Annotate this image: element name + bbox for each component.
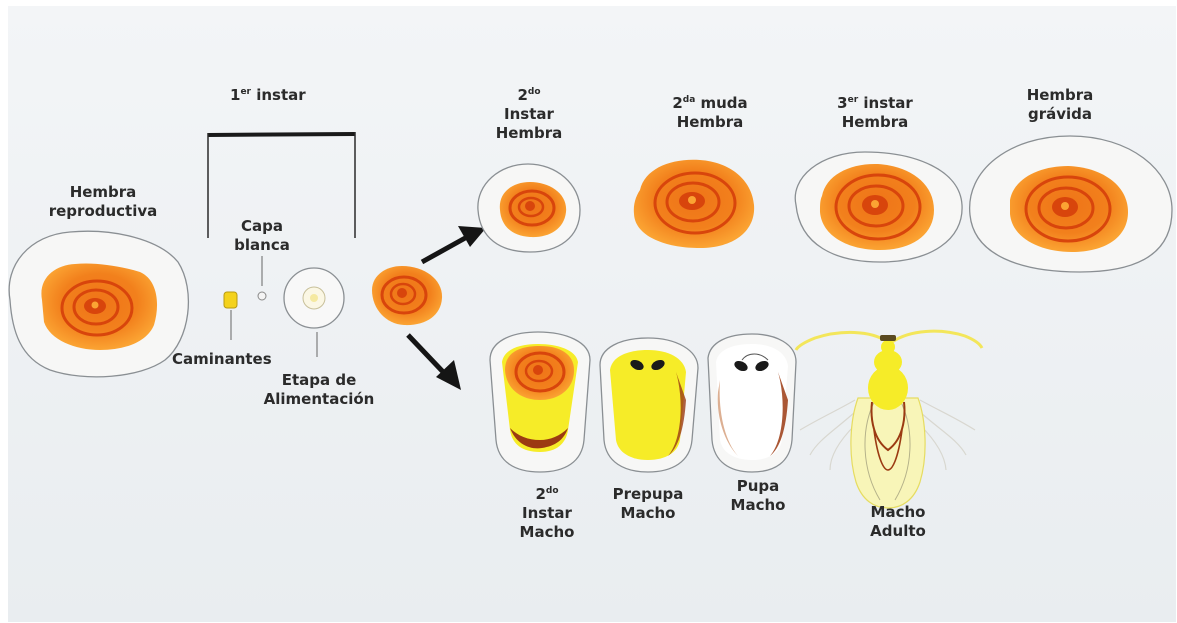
macho-adulto-line2: Adulto [858, 522, 938, 541]
third-instar-female-figure [795, 152, 962, 262]
third-instar-sup: er [848, 95, 859, 105]
prepupa-macho-line2: Macho [600, 504, 696, 523]
prepupa-male-figure [600, 338, 698, 472]
third-instar-hembra-line2: Hembra [815, 113, 935, 132]
first-instar-text: instar [251, 86, 306, 104]
label-prepupa-macho: Prepupa Macho [600, 485, 696, 523]
macho-adulto-line1: Macho [858, 503, 938, 522]
second-instar-macho-line3: Macho [502, 523, 592, 542]
label-third-instar-hembra: 3er instar Hembra [815, 94, 935, 132]
capa-blanca-dot [258, 292, 266, 300]
third-instar-text: instar [858, 94, 913, 112]
label-capa-blanca: Capa blanca [232, 217, 292, 255]
pupa-macho-line2: Macho [718, 496, 798, 515]
second-instar-male-figure [490, 332, 590, 472]
label-etapa-alimentacion: Etapa de Alimentación [254, 371, 384, 409]
gravid-female-figure [970, 136, 1172, 272]
label-pupa-macho: Pupa Macho [718, 477, 798, 515]
first-instar-num: 1 [230, 86, 240, 104]
caminante-crawler [224, 292, 237, 308]
etapa-alimentacion-line1: Etapa de [254, 371, 384, 390]
label-hembra-gravida: Hembra grávida [1010, 86, 1110, 124]
label-first-instar: 1er instar [230, 86, 306, 105]
second-molt-hembra-line1: 2da muda [650, 94, 770, 113]
pupa-male-figure [708, 334, 796, 472]
label-hembra-reproductiva: Hembra reproductiva [38, 183, 168, 221]
first-instar-sup: er [240, 87, 251, 97]
hembra-reproductiva-figure [9, 231, 188, 377]
label-second-molt-hembra: 2da muda Hembra [650, 94, 770, 132]
etapa-alimentacion-line2: Alimentación [254, 390, 384, 409]
pupa-macho-line1: Pupa [718, 477, 798, 496]
hembra-gravida-line1: Hembra [1010, 86, 1110, 105]
second-instar-female-figure [478, 164, 580, 252]
label-second-instar-hembra: 2do Instar Hembra [484, 86, 574, 143]
hembra-reproductiva-line2: reproductiva [38, 202, 168, 221]
capa-blanca-line1: Capa [232, 217, 292, 236]
second-molt-text: muda [695, 94, 747, 112]
second-instar-macho-sup: do [546, 486, 559, 496]
prepupa-macho-line1: Prepupa [600, 485, 696, 504]
label-macho-adulto: Macho Adulto [858, 503, 938, 541]
capa-blanca-line2: blanca [232, 236, 292, 255]
second-instar-hembra-line1: 2do [484, 86, 574, 105]
second-instar-hembra-line3: Hembra [484, 124, 574, 143]
second-instar-hembra-line2: Instar [484, 105, 574, 124]
second-instar-hembra-sup: do [528, 87, 541, 97]
label-caminantes: Caminantes [172, 350, 272, 369]
second-instar-macho-num: 2 [535, 485, 545, 503]
second-molt-female-figure [634, 160, 754, 248]
second-molt-num: 2 [672, 94, 682, 112]
second-molt-hembra-line2: Hembra [650, 113, 770, 132]
hembra-reproductiva-line1: Hembra [38, 183, 168, 202]
second-instar-macho-line2: Instar [502, 504, 592, 523]
label-second-instar-macho: 2do Instar Macho [502, 485, 592, 542]
second-molt-sup: da [683, 95, 696, 105]
second-instar-macho-line1: 2do [502, 485, 592, 504]
third-instar-hembra-line1: 3er instar [815, 94, 935, 113]
third-instar-num: 3 [837, 94, 847, 112]
second-instar-hembra-num: 2 [517, 86, 527, 104]
hembra-gravida-line2: grávida [1010, 105, 1110, 124]
